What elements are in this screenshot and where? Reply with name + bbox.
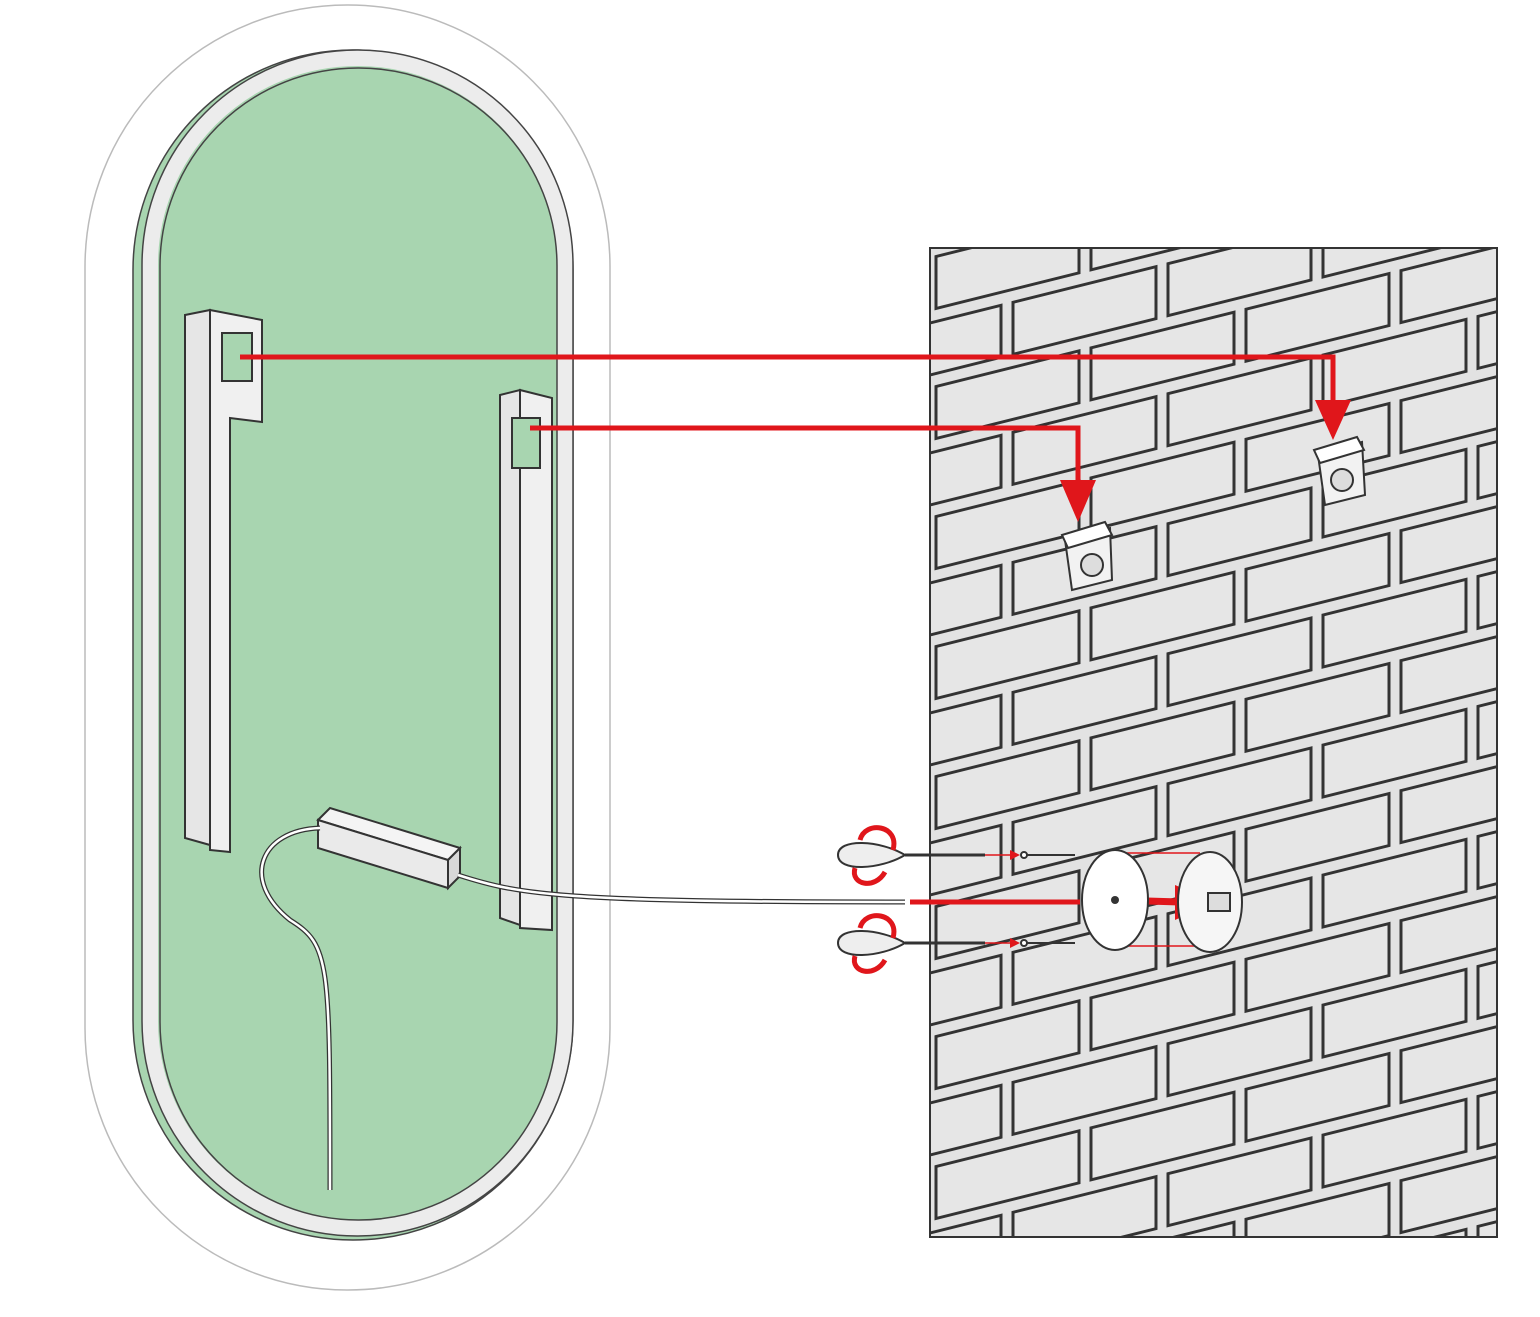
wall-clip-icon: [1060, 520, 1114, 592]
brick-wall: [929, 247, 1498, 1238]
screwdriver-icon: [836, 842, 985, 868]
mirror-frame: [142, 50, 573, 1236]
left-bracket-icon: [184, 308, 263, 854]
rotate-arrow-icon: [851, 825, 897, 974]
cover-plate-icon: [1081, 849, 1149, 951]
mirror: [84, 4, 906, 1291]
wall-clip-icon: [1312, 435, 1367, 507]
screwdriver-icon: [836, 930, 985, 956]
junction-box-icon: [1177, 851, 1243, 953]
screw-icon: [1020, 851, 1075, 947]
led-driver-icon: [316, 806, 462, 891]
right-bracket-icon: [499, 388, 553, 932]
